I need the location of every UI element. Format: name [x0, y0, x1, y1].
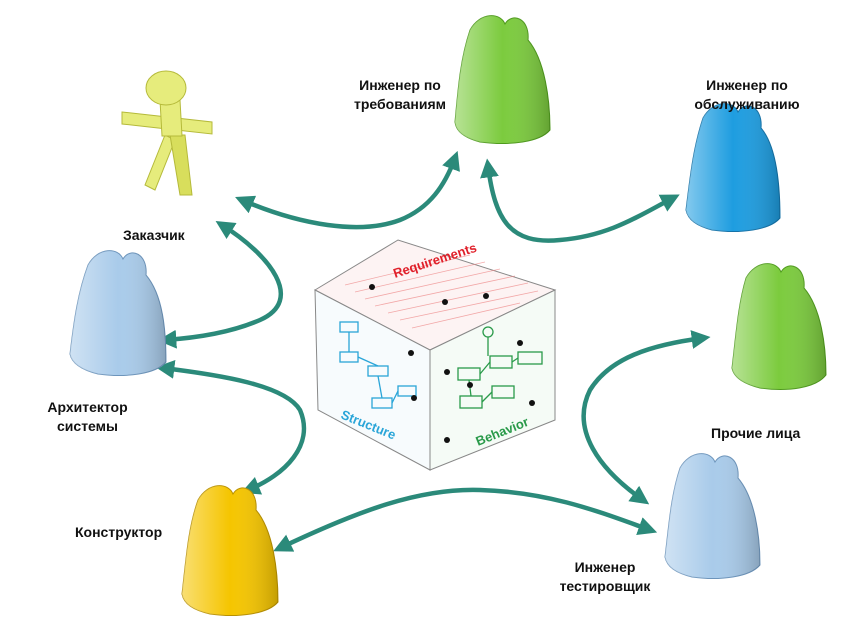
person-icon-other: [731, 263, 827, 390]
requirements-engineer-label: Инженер по требованиям: [330, 76, 470, 114]
person-icon-tester: [664, 453, 761, 579]
tester-label-line2: тестировщик: [559, 578, 651, 594]
maintenance-engineer-label-line1: Инженер по: [706, 77, 788, 93]
maintenance-engineer-label: Инженер по обслуживанию: [672, 76, 822, 114]
architect-label-line2: системы: [57, 418, 118, 434]
arrow-customer-architect: [157, 220, 284, 349]
arrow-architect-designer: [155, 360, 307, 495]
arrow-customer-requirements: [235, 150, 460, 230]
model-cube: Requirements Structure Behavior: [313, 239, 557, 471]
tester-label-line1: Инженер: [574, 559, 636, 575]
person-icon-maintenance-engineer: [685, 103, 781, 232]
maintenance-engineer-label-line2: обслуживанию: [694, 96, 800, 112]
stick-figure-icon: [121, 70, 213, 196]
architect-label: Архитектор системы: [20, 398, 155, 436]
designer-label: Конструктор: [75, 524, 163, 540]
arrow-designer-tester: [273, 487, 658, 552]
requirements-engineer-label-line1: Инженер по: [359, 77, 441, 93]
architect-label-line1: Архитектор: [47, 399, 128, 415]
requirements-engineer-label-line2: требованиям: [353, 96, 446, 112]
arrow-tester-other: [581, 330, 711, 505]
tester-label: Инженер тестировщик: [540, 558, 670, 596]
person-icon-architect: [69, 250, 167, 376]
person-icon-designer: [181, 485, 279, 616]
other-label: Прочие лица: [711, 425, 801, 441]
customer-label: Заказчик: [123, 227, 185, 243]
person-icon-requirements-engineer: [454, 15, 551, 144]
arrow-requirements-maintenance: [480, 158, 680, 243]
